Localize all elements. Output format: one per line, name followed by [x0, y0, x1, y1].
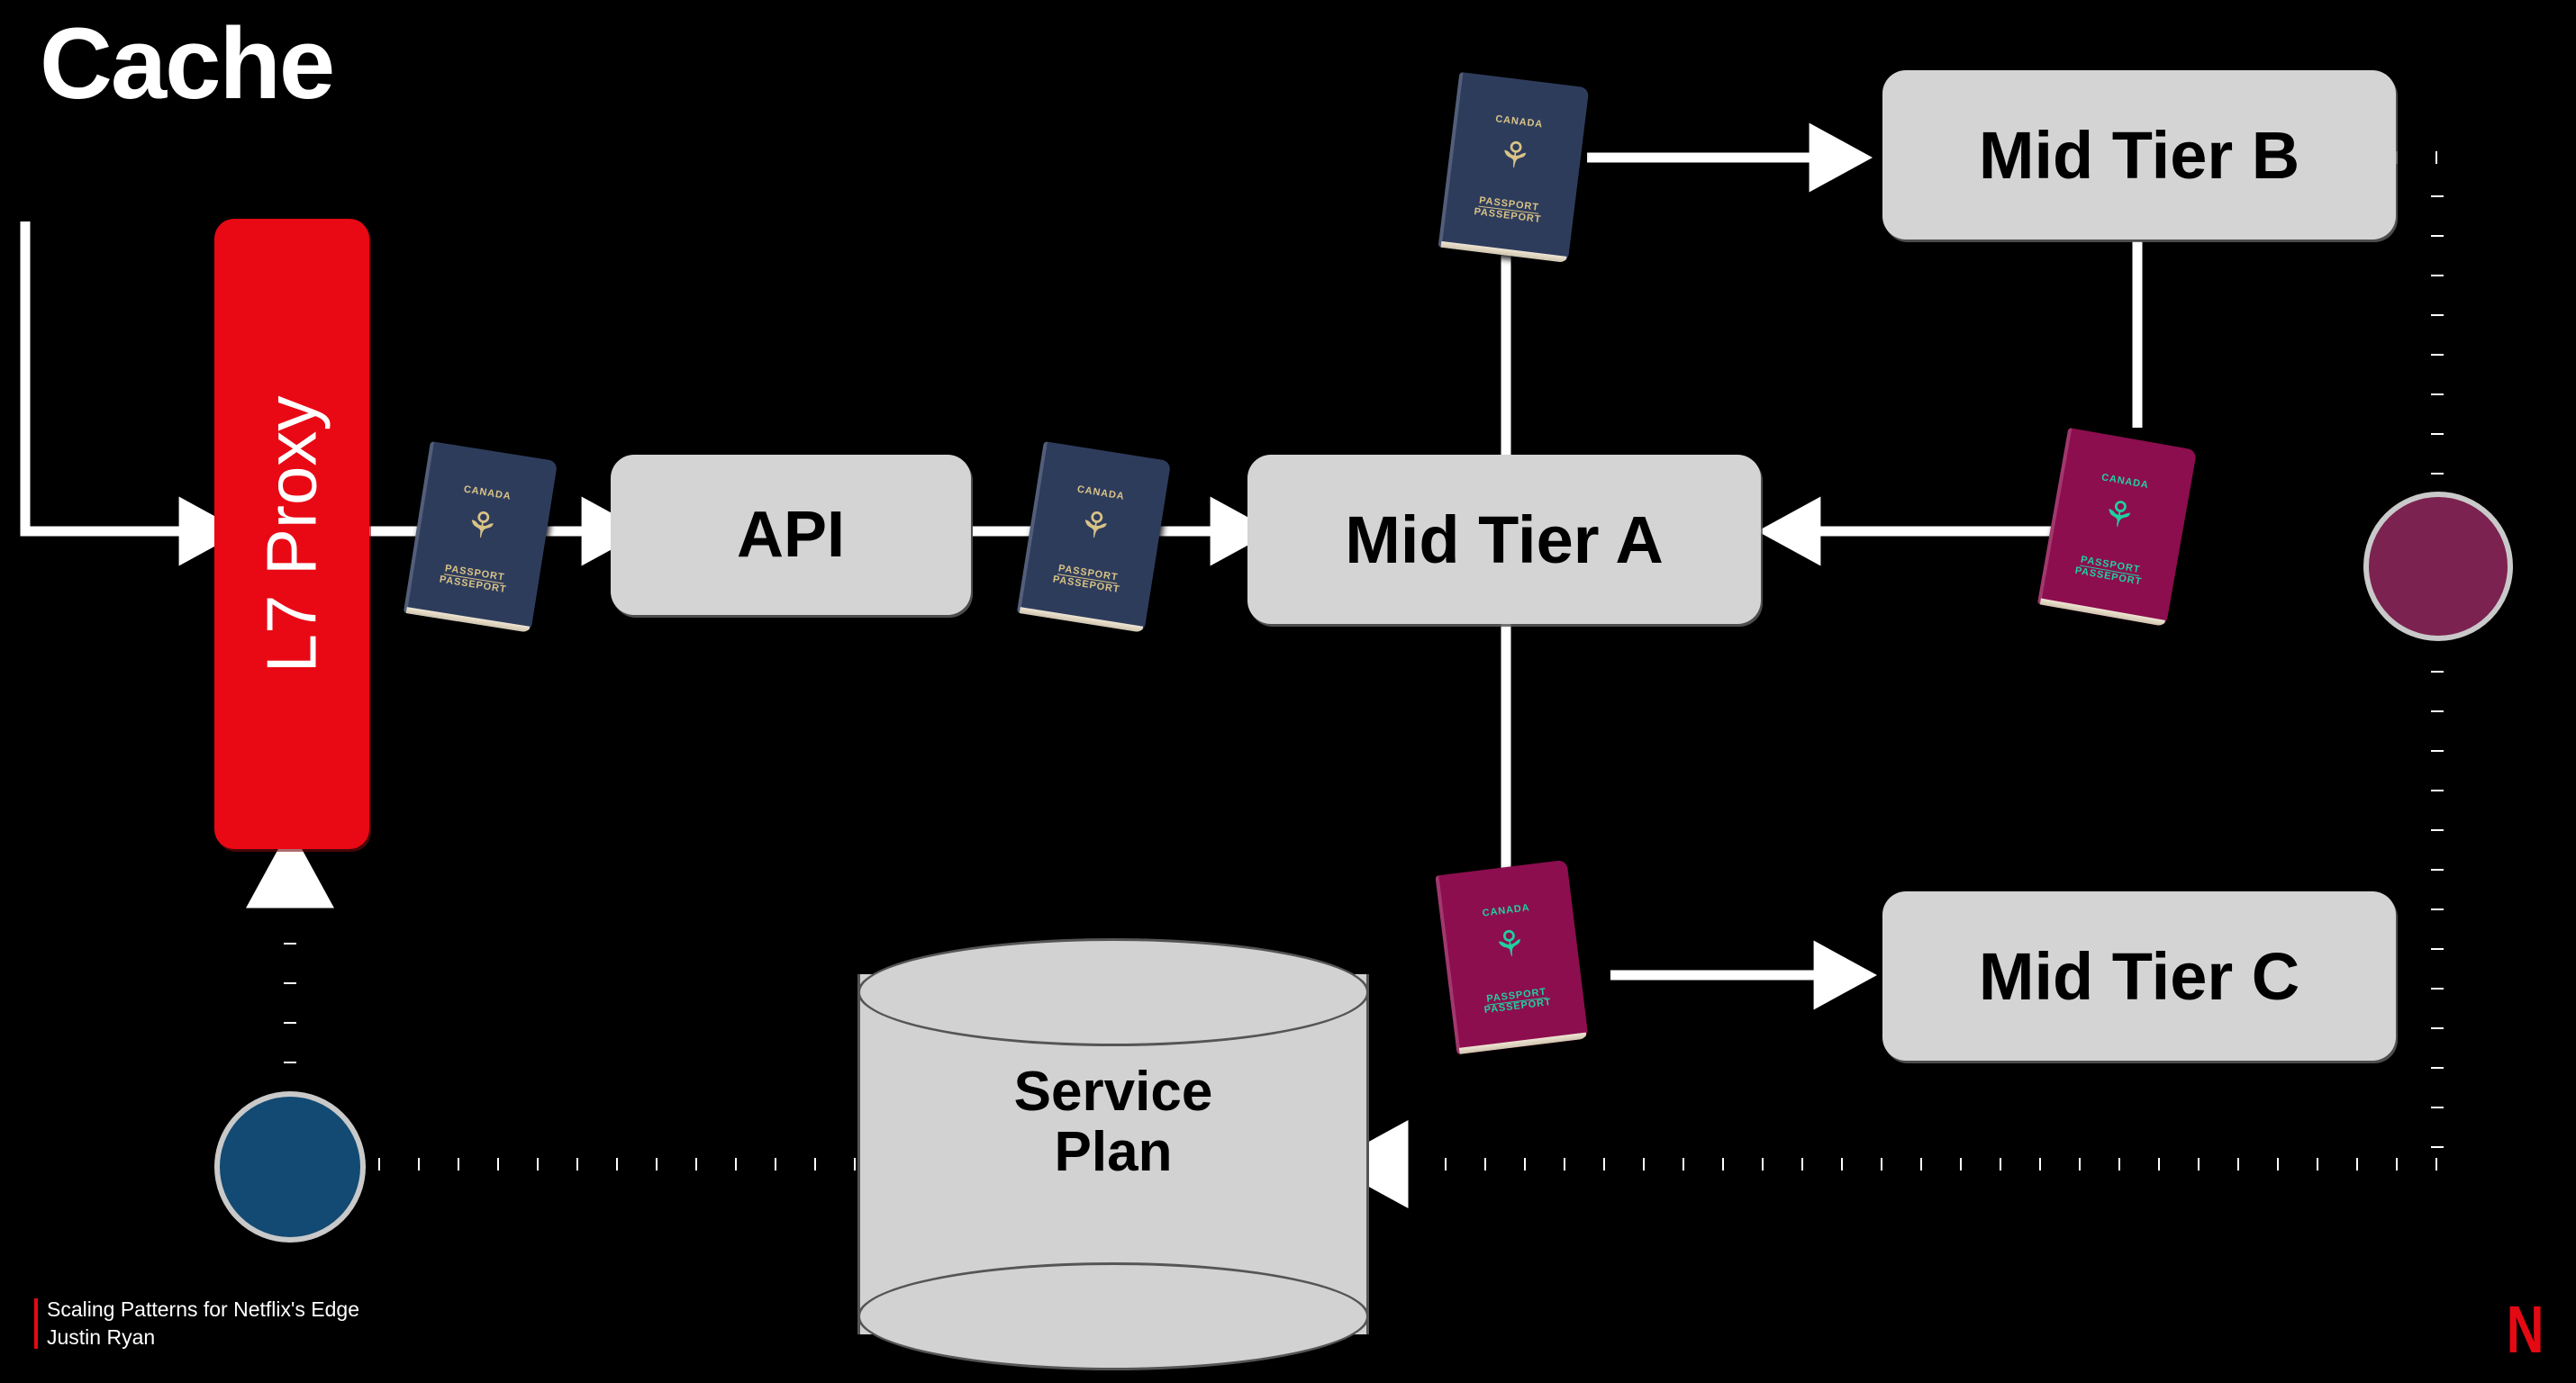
node-api[interactable]: API: [611, 455, 971, 615]
node-maroon-circle[interactable]: [2363, 492, 2513, 641]
node-mid-tier-c-label: Mid Tier C: [1978, 938, 2300, 1014]
footer-talk-title: Scaling Patterns for Netflix's Edge: [47, 1297, 359, 1322]
coat-of-arms-icon: ⚘: [1491, 923, 1529, 967]
passport-navy-to-midtier-b: CANADA ⚘ PASSPORT PASSEPORT: [1438, 71, 1590, 264]
passport-caption: PASSPORT PASSEPORT: [1022, 557, 1153, 600]
node-mid-tier-c[interactable]: Mid Tier C: [1882, 891, 2396, 1061]
passport-navy-api-to-midtier-a: CANADA ⚘ PASSPORT PASSEPORT: [1016, 441, 1172, 633]
passport-pages-edge: [2039, 598, 2165, 627]
edge-ingress-to-proxy: [20, 221, 242, 566]
edge-midtier-b-to-maroon-circle-dotted: [2396, 151, 2444, 1164]
passport-crimson-to-midtier-c: CANADA ⚘ PASSPORT PASSEPORT: [1435, 859, 1589, 1055]
netflix-logo-icon: N: [2506, 1291, 2544, 1367]
node-l7-proxy-label: L7 Proxy: [251, 395, 331, 673]
passport-pages-edge: [1019, 607, 1144, 633]
node-service-plan[interactable]: Service Plan: [857, 938, 1369, 1370]
node-mid-tier-b[interactable]: Mid Tier B: [1882, 70, 2396, 240]
passport-navy-proxy-to-api: CANADA ⚘ PASSPORT PASSEPORT: [403, 441, 558, 633]
footer-accent-bar: [34, 1298, 38, 1349]
coat-of-arms-icon: ⚘: [1075, 503, 1116, 548]
node-mid-tier-b-label: Mid Tier B: [1978, 117, 2300, 193]
cylinder-bottom-ellipse: [857, 1262, 1369, 1370]
passport-pages-edge: [1458, 1032, 1587, 1054]
passport-caption: PASSPORT PASSEPORT: [1450, 981, 1584, 1020]
coat-of-arms-icon: ⚘: [462, 503, 503, 548]
node-mid-tier-a-label: Mid Tier A: [1345, 502, 1664, 577]
passport-country-label: CANADA: [1494, 113, 1544, 131]
passport-caption: PASSPORT PASSEPORT: [1442, 191, 1574, 230]
node-mid-tier-a[interactable]: Mid Tier A: [1247, 455, 1761, 624]
page-title: Cache: [40, 7, 335, 120]
passport-pages-edge: [1440, 240, 1567, 263]
coat-of-arms-icon: ⚘: [2099, 493, 2139, 538]
footer-speaker-name: Justin Ryan: [47, 1324, 156, 1349]
passport-crimson-midtier-b-to-a: CANADA ⚘ PASSPORT PASSEPORT: [2036, 427, 2198, 628]
service-plan-line1: Service: [1013, 1061, 1213, 1123]
passport-caption: PASSPORT PASSEPORT: [2043, 548, 2175, 593]
passport-country-label: CANADA: [1482, 902, 1531, 919]
coat-of-arms-icon: ⚘: [1496, 133, 1535, 177]
node-service-plan-label: Service Plan: [857, 1062, 1369, 1183]
node-api-label: API: [736, 499, 846, 571]
passport-caption: PASSPORT PASSEPORT: [409, 557, 540, 600]
cylinder-top-ellipse: [857, 938, 1369, 1046]
passport-pages-edge: [405, 607, 531, 633]
footer-credits: Scaling Patterns for Netflix's Edge Just…: [47, 1296, 359, 1351]
node-l7-proxy[interactable]: L7 Proxy: [214, 219, 369, 849]
service-plan-line2: Plan: [1054, 1120, 1173, 1183]
node-blue-circle[interactable]: [214, 1091, 366, 1243]
